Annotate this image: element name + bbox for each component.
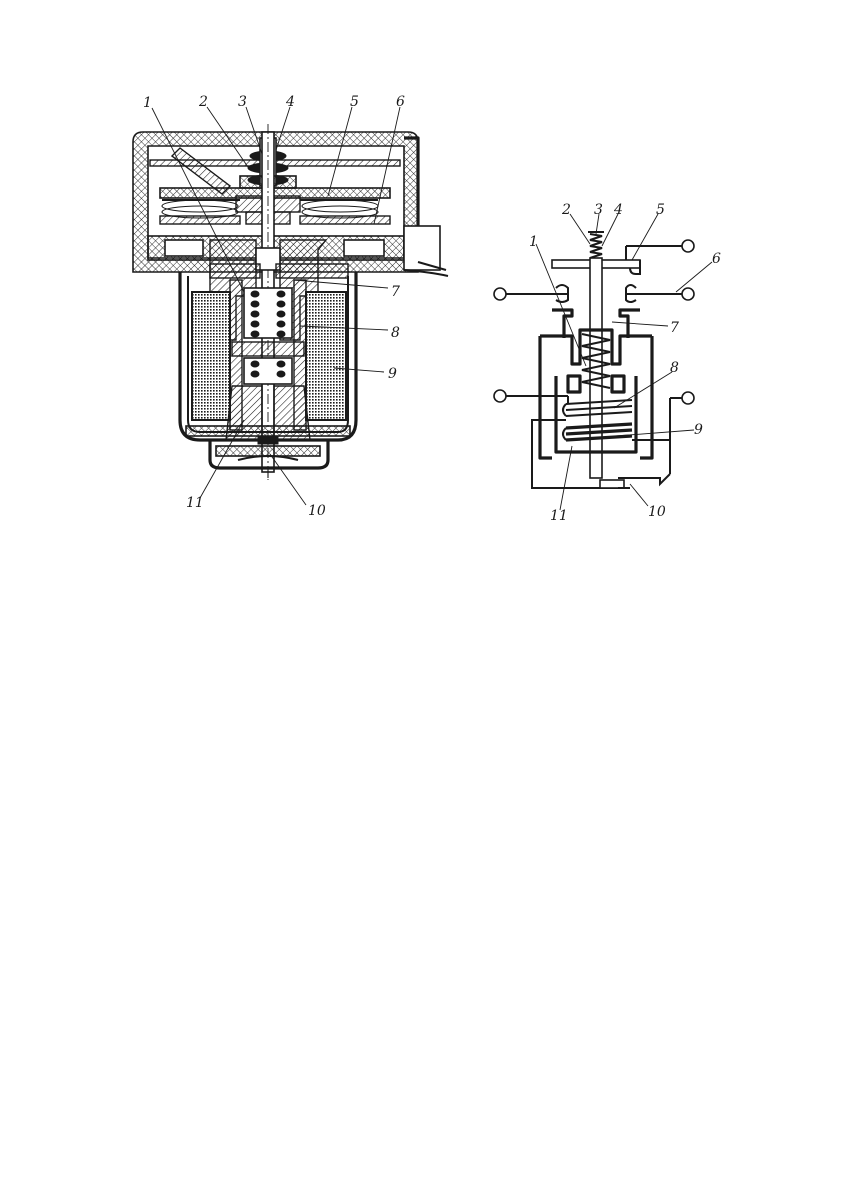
terminal-box <box>403 136 449 277</box>
bottom-cap <box>208 435 330 478</box>
label-right-8: 8 <box>670 360 679 376</box>
label-right-4: 4 <box>613 202 623 218</box>
label-left-1: 1 <box>143 95 152 111</box>
armature <box>225 385 311 441</box>
schematic-yoke <box>538 336 654 460</box>
schematic-inner-spring <box>581 333 611 389</box>
label-left-8: 8 <box>391 325 400 341</box>
core-springs <box>231 287 305 385</box>
schematic-top-spring <box>588 231 604 259</box>
leader-lines <box>151 106 401 506</box>
label-left-2: 2 <box>198 94 208 110</box>
lever-bar <box>170 147 232 195</box>
label-right-3: 3 <box>594 202 603 218</box>
label-right-1: 1 <box>529 234 538 250</box>
label-right-5: 5 <box>656 202 665 218</box>
label-left-9: 9 <box>388 366 397 382</box>
label-right-6: 6 <box>712 251 721 267</box>
label-left-3: 3 <box>238 94 247 110</box>
label-left-4: 4 <box>285 94 295 110</box>
schematic-view: 1 2 3 4 5 6 7 8 9 10 11 <box>493 202 721 524</box>
schematic-leader-lines <box>535 213 713 511</box>
label-left-7: 7 <box>391 284 400 300</box>
label-right-11: 11 <box>550 508 568 524</box>
schematic-side-contacts <box>493 284 695 303</box>
label-left-6: 6 <box>396 94 405 110</box>
sectional-view: 1 2 3 4 5 6 7 8 9 10 11 <box>132 94 449 519</box>
label-right-7: 7 <box>670 320 679 336</box>
label-left-10: 10 <box>308 503 326 519</box>
label-right-2: 2 <box>561 202 571 218</box>
label-right-10: 10 <box>648 504 666 520</box>
schematic-coils <box>562 399 633 442</box>
coils <box>191 291 347 421</box>
label-right-9: 9 <box>694 422 703 438</box>
schematic-terminals <box>493 389 695 474</box>
schematic-contact-bar <box>551 239 695 275</box>
label-left-11: 11 <box>186 495 204 511</box>
label-left-5: 5 <box>350 94 359 110</box>
schematic-bottom-contact <box>531 419 671 489</box>
